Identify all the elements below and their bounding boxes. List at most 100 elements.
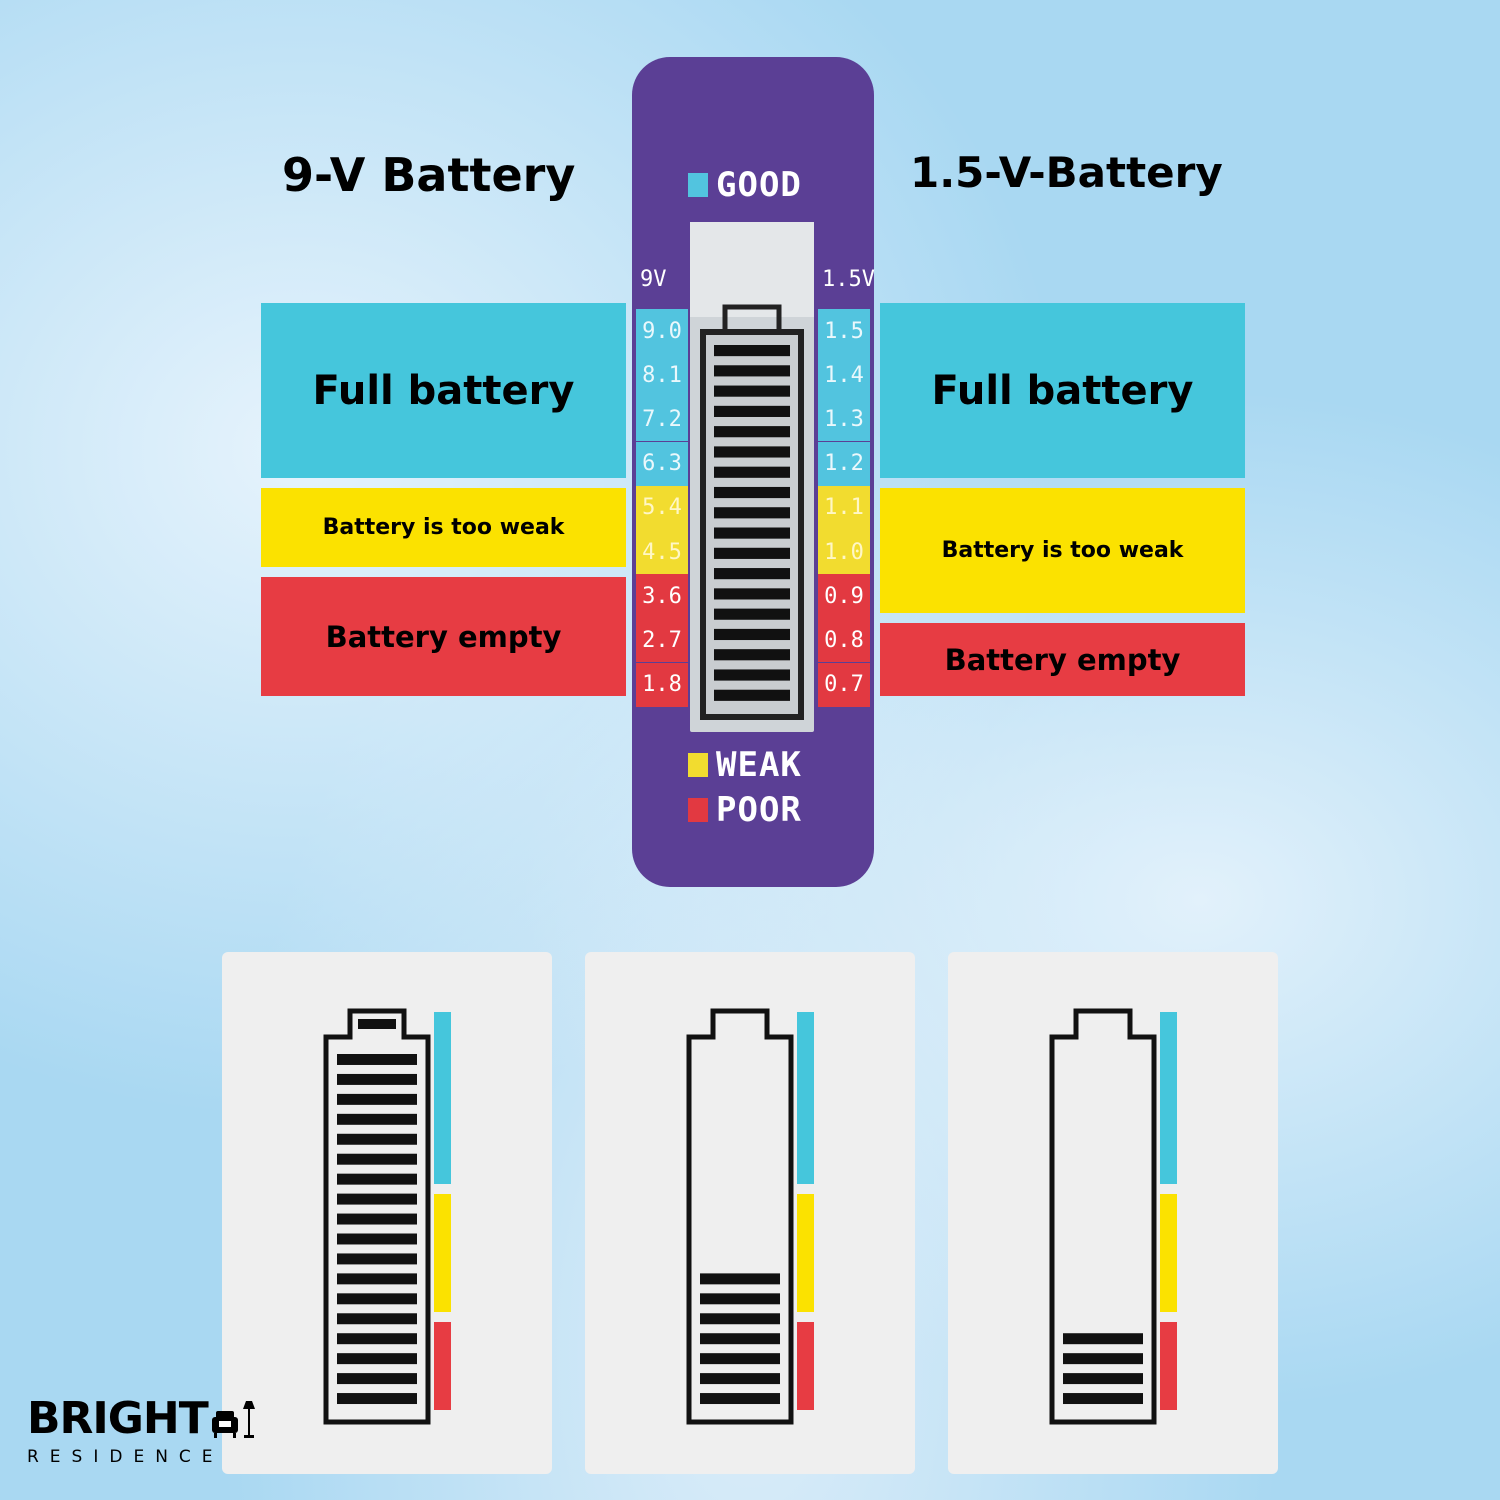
scale-1-5v-value-5: 1.0 <box>818 530 870 574</box>
brand-name-row: BRIGHT <box>27 1395 256 1443</box>
display-bar <box>714 628 790 641</box>
brand-name: BRIGHT <box>27 1393 209 1444</box>
legend-poor: POOR <box>688 790 802 830</box>
battery-level-bar <box>337 1193 417 1205</box>
scale-1-5v-value-6: 0.9 <box>818 574 870 619</box>
legend-good: GOOD <box>688 165 802 205</box>
zone-weak <box>797 1194 814 1312</box>
battery-level-bar <box>1063 1393 1143 1405</box>
display-bar <box>714 486 790 499</box>
battery-cap-bar <box>358 1019 396 1029</box>
scale-9v-value-7: 2.7 <box>636 618 688 663</box>
scale-9v-value-0: 9.0 <box>636 309 688 353</box>
scale-9v-value-1: 8.1 <box>636 353 688 398</box>
battery-level-bar <box>337 1093 417 1105</box>
battery-level-bar <box>337 1293 417 1305</box>
display-bar <box>714 568 790 580</box>
display-bar <box>714 649 790 661</box>
display-bar <box>714 689 790 701</box>
battery-level-bar <box>337 1313 417 1325</box>
battery-level-bar <box>337 1213 417 1225</box>
zone-good <box>434 1012 451 1184</box>
display-bar <box>714 608 790 620</box>
battery-weak-icon <box>686 1008 814 1425</box>
battery-level-bar <box>700 1293 780 1305</box>
zone-poor <box>1160 1322 1177 1410</box>
legend-weak-swatch <box>688 753 708 777</box>
display-bar <box>714 466 790 478</box>
battery-outline <box>1049 1008 1157 1425</box>
brand-subtitle: RESIDENCE <box>27 1447 224 1467</box>
display-bar <box>714 426 790 438</box>
display-bar <box>714 385 790 397</box>
band-left-weak: Battery is too weak <box>261 488 626 567</box>
armchair-lamp-icon <box>211 1401 255 1438</box>
scale-1-5v-label: 1.5V <box>822 267 875 292</box>
legend-poor-label: POOR <box>716 790 802 830</box>
battery-level-bar <box>337 1233 417 1245</box>
zone-weak <box>1160 1194 1177 1312</box>
battery-level-bar <box>700 1373 780 1385</box>
example-card-weak <box>585 952 915 1474</box>
legend-poor-swatch <box>688 798 708 822</box>
battery-level-bar <box>1063 1373 1143 1385</box>
example-card-empty <box>948 952 1278 1474</box>
display-bar <box>714 405 790 417</box>
heading-9v-battery: 9-V Battery <box>282 148 576 202</box>
battery-level-bar <box>700 1313 780 1325</box>
battery-level-bar <box>337 1113 417 1125</box>
scale-9v-value-5: 4.5 <box>636 530 688 574</box>
battery-level-bar <box>700 1353 780 1365</box>
battery-outline <box>323 1008 431 1425</box>
scale-9v-value-2: 7.2 <box>636 397 688 442</box>
battery-level-bar <box>337 1253 417 1265</box>
scale-1-5v-value-2: 1.3 <box>818 397 870 442</box>
battery-level-bar <box>1063 1353 1143 1365</box>
band-left-empty: Battery empty <box>261 577 626 696</box>
battery-level-bar <box>700 1273 780 1285</box>
band-right-empty: Battery empty <box>880 623 1245 696</box>
battery-outline <box>686 1008 794 1425</box>
scale-9v-value-3: 6.3 <box>636 441 688 486</box>
scale-1-5v-value-3: 1.2 <box>818 441 870 486</box>
display-bar <box>714 446 790 458</box>
tester-display <box>690 222 814 732</box>
scale-9v-value-6: 3.6 <box>636 574 688 619</box>
battery-level-bar <box>1063 1333 1143 1345</box>
legend-good-swatch <box>688 173 708 197</box>
zone-poor <box>434 1322 451 1410</box>
battery-level-bar <box>337 1054 417 1065</box>
battery-level-bar <box>337 1273 417 1285</box>
battery-level-bar <box>337 1353 417 1365</box>
scale-9v-value-8: 1.8 <box>636 662 688 707</box>
display-bar <box>714 527 790 539</box>
battery-level-bar <box>337 1373 417 1385</box>
zone-good <box>797 1012 814 1184</box>
display-bar <box>714 669 790 681</box>
battery-level-bar <box>337 1393 417 1405</box>
display-bar <box>714 547 790 559</box>
battery-level-bar <box>337 1333 417 1345</box>
display-bar <box>714 365 790 377</box>
battery-level-bar <box>337 1073 417 1085</box>
scale-9v-value-4: 5.4 <box>636 485 688 530</box>
battery-level-bar <box>700 1333 780 1345</box>
battery-empty-icon <box>1049 1008 1177 1425</box>
scale-1-5v-value-0: 1.5 <box>818 309 870 353</box>
display-bar <box>714 345 790 357</box>
zone-poor <box>797 1322 814 1410</box>
scale-1-5v-value-4: 1.1 <box>818 485 870 530</box>
scale-1-5v-value-8: 0.7 <box>818 662 870 707</box>
scale-1-5v-value-7: 0.8 <box>818 618 870 663</box>
band-right-weak: Battery is too weak <box>880 488 1245 613</box>
tester-display-graphic <box>690 222 814 720</box>
legend-weak: WEAK <box>688 745 802 785</box>
battery-level-bar <box>700 1393 780 1405</box>
zone-good <box>1160 1012 1177 1184</box>
battery-full-icon <box>323 1008 451 1425</box>
battery-level-bar <box>337 1153 417 1165</box>
example-card-full <box>222 952 552 1474</box>
battery-level-bar <box>337 1133 417 1145</box>
scale-1-5v-value-1: 1.4 <box>818 353 870 398</box>
